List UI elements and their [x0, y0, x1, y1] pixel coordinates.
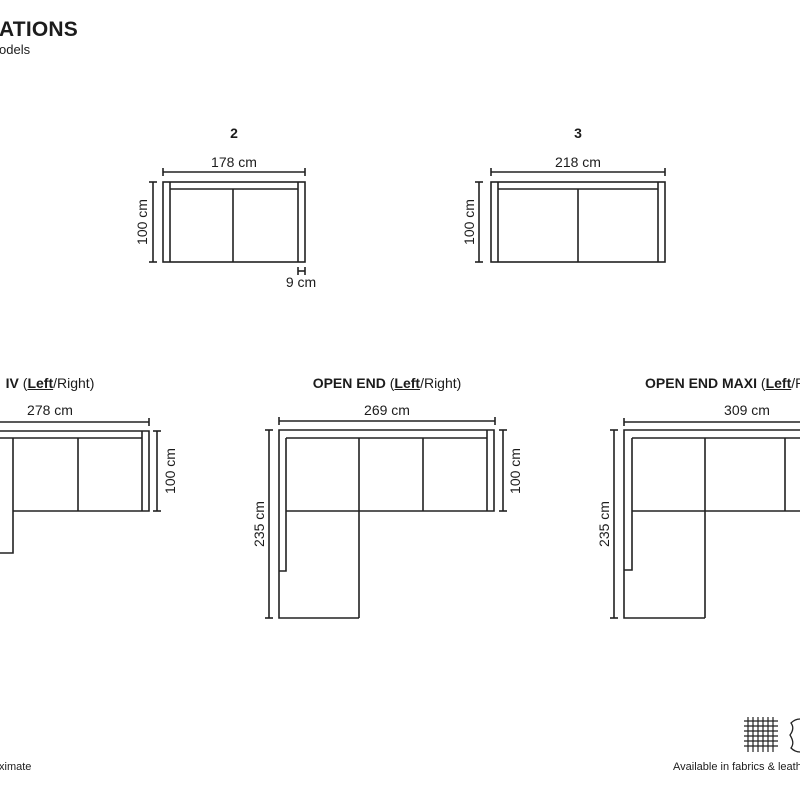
sofa-3-diagram [475, 168, 666, 263]
leather-hide-icon [789, 718, 800, 753]
model-open-end-length: 235 cm [251, 501, 267, 547]
model-open-end-depth: 100 cm [507, 448, 523, 494]
model-2-width: 178 cm [211, 154, 257, 170]
model-iv-width: 278 cm [27, 402, 73, 418]
model-3-depth: 100 cm [461, 199, 477, 245]
model-3-width: 218 cm [555, 154, 601, 170]
model-2-title: 2 [230, 125, 238, 141]
sofa-open-end-maxi-diagram [610, 418, 800, 619]
model-3-title: 3 [574, 125, 582, 141]
model-open-end-maxi-length: 235 cm [596, 501, 612, 547]
page-title: ATIONS [0, 18, 78, 41]
dimensions-note: ximate [0, 761, 32, 773]
fabric-weave-icon [744, 717, 778, 752]
model-open-end-maxi-title: OPEN END MAXI (Left/Right) [645, 375, 800, 391]
model-open-end-title: OPEN END (Left/Right) [312, 375, 462, 391]
model-iv-title: IV (Left/Right) [5, 375, 95, 391]
page-subtitle: odels [0, 42, 31, 57]
sofa-2-diagram [149, 168, 306, 275]
model-2-depth: 100 cm [134, 199, 150, 245]
sofa-iv-diagram [0, 418, 161, 554]
model-open-end-width: 269 cm [364, 402, 410, 418]
model-2-arm: 9 cm [285, 274, 317, 290]
model-open-end-maxi-width: 309 cm [724, 402, 770, 418]
availability-note: Available in fabrics & leather [673, 761, 800, 773]
sofa-open-end-diagram [265, 417, 507, 619]
model-iv-depth: 100 cm [162, 448, 178, 494]
